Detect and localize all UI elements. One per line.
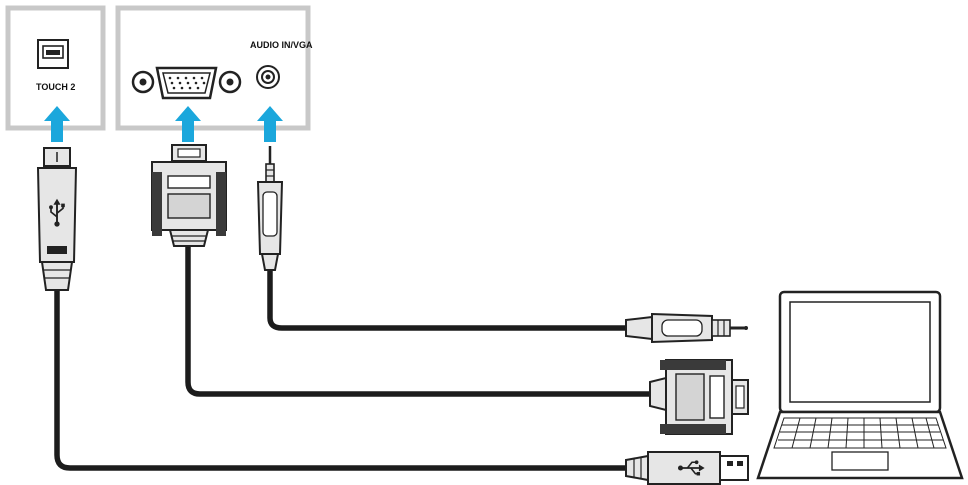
audio-vga-port-panel: AUDIO IN/VGA bbox=[115, 5, 313, 131]
laptop-icon bbox=[756, 290, 964, 480]
arrow-up-icon bbox=[257, 106, 283, 142]
cables bbox=[54, 244, 652, 471]
usb-b-connector bbox=[36, 147, 78, 291]
laptop-touchpad bbox=[831, 451, 889, 471]
vga-cable bbox=[185, 244, 652, 397]
vga-port-icon bbox=[131, 66, 242, 100]
audio-plug-horizontal bbox=[625, 312, 748, 344]
laptop-keyboard bbox=[773, 417, 947, 449]
vga-connector-vertical bbox=[151, 144, 227, 247]
audio-vga-port-label: AUDIO IN/VGA bbox=[250, 40, 313, 50]
audio-plug-vertical bbox=[256, 146, 284, 271]
audio-cable bbox=[267, 268, 628, 331]
usb-b-port-icon bbox=[37, 39, 69, 69]
touch-port-label: TOUCH 2 bbox=[36, 82, 75, 92]
audio-jack-icon bbox=[256, 65, 280, 89]
usb-a-connector bbox=[625, 451, 749, 485]
vga-connector-horizontal bbox=[649, 359, 749, 435]
usb-cable bbox=[54, 290, 628, 471]
arrow-up-icon bbox=[175, 106, 201, 142]
arrow-up-icon bbox=[44, 106, 70, 142]
